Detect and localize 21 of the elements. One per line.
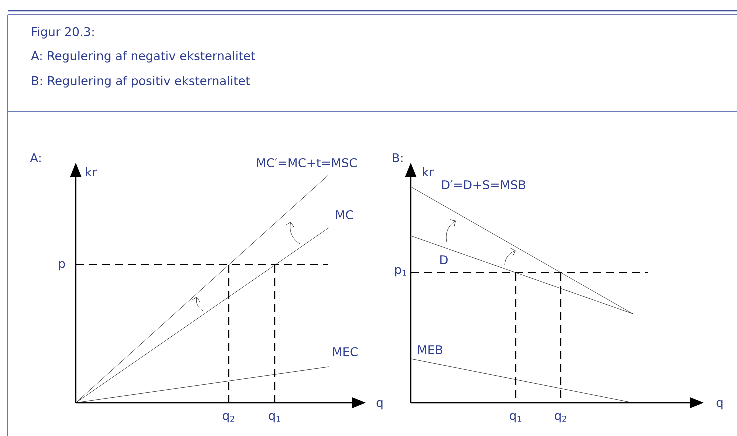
axis-label: p$_{1}$ xyxy=(395,267,406,277)
curve-label: MEB xyxy=(418,346,443,354)
caption-line: B: Regulering af positiv eksternalitet xyxy=(32,76,250,88)
axis-label: q xyxy=(376,400,383,410)
axis-label: q$_{2}$ xyxy=(223,413,234,423)
axis-label: q$_{2}$ xyxy=(555,413,566,423)
axis-label: q xyxy=(716,400,723,410)
axis-label: kr xyxy=(86,167,98,177)
curve-label: MEC xyxy=(333,347,358,357)
caption-line: A: Regulering af negativ eksternalitet xyxy=(31,51,256,63)
panel-letter: B: xyxy=(393,154,403,162)
axis-label: D xyxy=(440,256,448,264)
axis-label: q$_{1}$ xyxy=(269,413,280,423)
curve-label: MC′=MC+t=MSC xyxy=(257,158,357,168)
axis-label: p xyxy=(59,261,66,271)
axis-label: q$_{1}$ xyxy=(510,413,522,423)
curve-label: MC xyxy=(336,210,354,220)
axis-label: kr xyxy=(423,167,434,177)
curve-label: D′=D+S=MSB xyxy=(442,180,526,190)
figure-title: Figur 20.3: xyxy=(32,27,94,39)
panel-letter: A: xyxy=(30,154,41,162)
